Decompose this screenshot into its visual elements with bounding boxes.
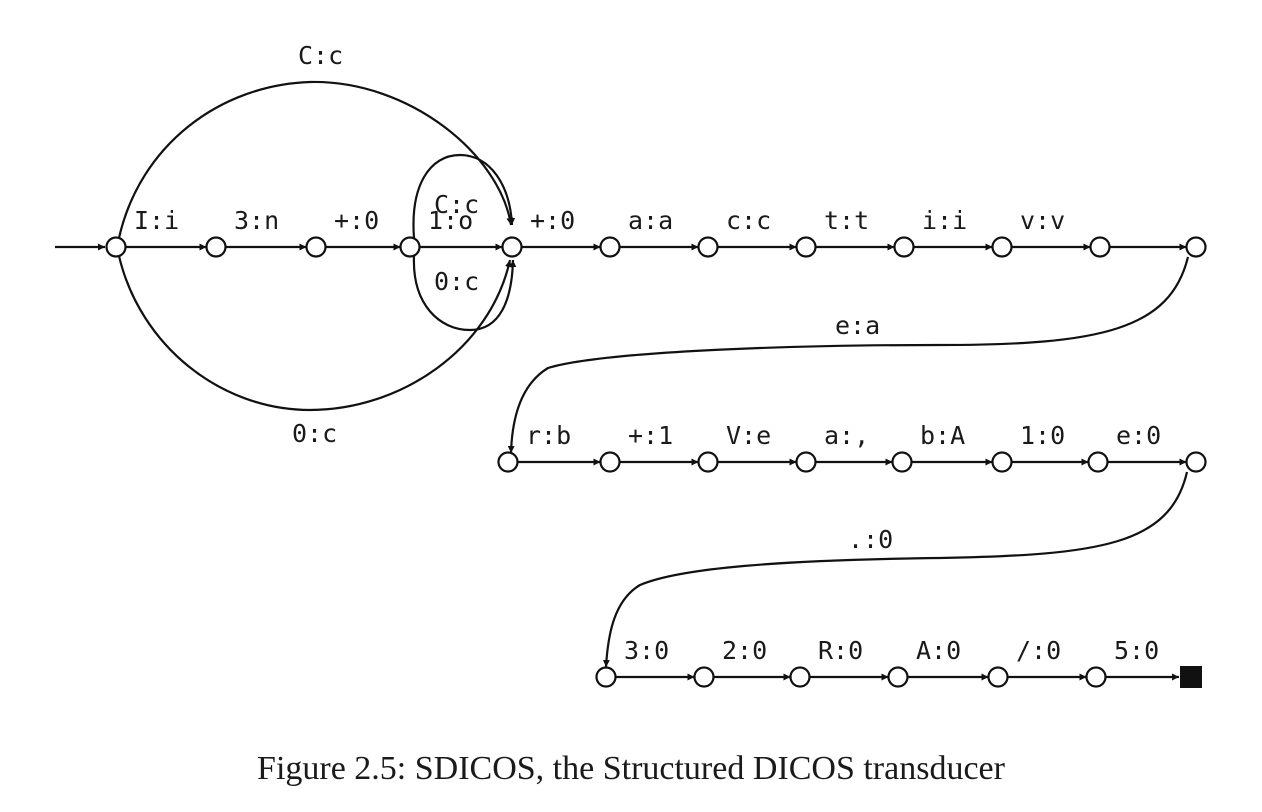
- transition-labels: I:i 3:n +:0 1:o +:0 a:a c:c t:t i:i v:v r:b +:1 V:e a…: [134, 206, 1161, 665]
- figure-caption: Figure 2.5: SDICOS, the Structured DICOS…: [257, 750, 1005, 787]
- states: [105, 236, 1207, 688]
- row3-label-4: /:0: [1016, 636, 1061, 665]
- transition-edges: [125, 243, 1187, 681]
- row2-label-3: a:,: [824, 421, 869, 450]
- row2-state-7: [1185, 451, 1207, 473]
- row2-state-3: [795, 451, 817, 473]
- row3-state-4: [987, 666, 1009, 688]
- row1-label-1: 3:n: [234, 206, 279, 235]
- row1-state-6: [697, 236, 719, 258]
- row1-state-1: [205, 236, 227, 258]
- row3-state-1: [693, 666, 715, 688]
- row3-label-2: R:0: [818, 636, 863, 665]
- row2-label-2: V:e: [726, 421, 771, 450]
- row2-label-4: b:A: [920, 421, 965, 450]
- row2-state-0: [497, 451, 519, 473]
- row3-state-5: [1085, 666, 1107, 688]
- row1-state-4: [501, 236, 523, 258]
- link-row2-row3-edge: [602, 471, 1189, 668]
- row1-state-2: [305, 236, 327, 258]
- row2-label-1: +:1: [628, 421, 673, 450]
- row1-label-3: 1:o: [428, 206, 473, 235]
- row1-state-7: [795, 236, 817, 258]
- row1-label-0: I:i: [134, 206, 179, 235]
- row1-state-5: [599, 236, 621, 258]
- row2-state-5: [991, 451, 1013, 473]
- row3-label-0: 3:0: [624, 636, 669, 665]
- inner-loop-top-edge: [412, 153, 516, 239]
- row2-state-4: [891, 451, 913, 473]
- row2-label-0: r:b: [526, 421, 571, 450]
- row3-label-5: 5:0: [1114, 636, 1159, 665]
- row3-state-2: [789, 666, 811, 688]
- row3-state-0: [595, 666, 617, 688]
- row1-label-8: i:i: [922, 206, 967, 235]
- row1-label-5: a:a: [628, 206, 673, 235]
- row3-label-1: 2:0: [722, 636, 767, 665]
- row2-label-5: 1:0: [1020, 421, 1065, 450]
- link-row2-row3-label: .:0: [848, 525, 893, 554]
- row1-state-10: [1089, 236, 1111, 258]
- outer-loop-bottom-edge: [117, 255, 512, 412]
- row1-label-2: +:0: [334, 206, 379, 235]
- link-row1-row2-edge: [507, 256, 1190, 454]
- outer-loop-top-label: C:c: [298, 41, 343, 70]
- row1-label-6: c:c: [726, 206, 771, 235]
- final-state: [1180, 666, 1202, 688]
- row1-label-4: +:0: [530, 206, 575, 235]
- outer-loop-bottom-label: 0:c: [292, 419, 337, 448]
- inner-loop-top-label: C:c: [434, 190, 479, 219]
- inner-loop-bottom-label: 0:c: [434, 267, 479, 296]
- row1-label-7: t:t: [824, 206, 869, 235]
- row2-state-6: [1087, 451, 1109, 473]
- row3-label-3: A:0: [916, 636, 961, 665]
- row1-state-11: [1185, 236, 1207, 258]
- row1-state-3: [399, 236, 421, 258]
- row1-state-9: [991, 236, 1013, 258]
- row2-state-2: [697, 451, 719, 473]
- link-row1-row2-label: e:a: [835, 311, 880, 340]
- row2-state-1: [599, 451, 621, 473]
- row2-label-6: e:0: [1116, 421, 1161, 450]
- row1-state-8: [893, 236, 915, 258]
- inner-loop-bottom-edge: [412, 255, 517, 332]
- row1-label-9: v:v: [1020, 206, 1065, 235]
- row1-state-0: [105, 236, 127, 258]
- row3-state-3: [887, 666, 909, 688]
